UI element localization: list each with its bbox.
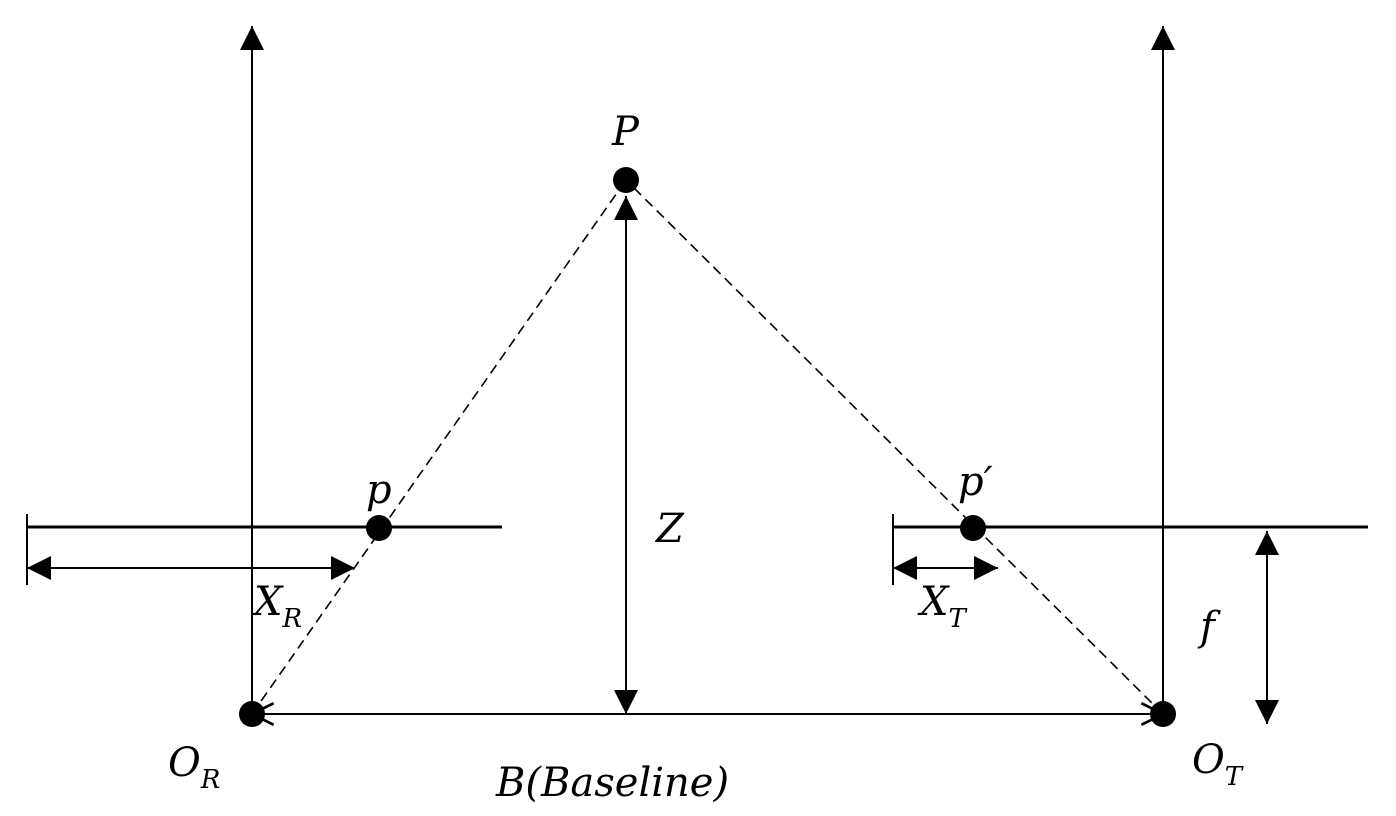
- origin-OR-dot: [239, 701, 265, 727]
- label-XT-subscript: T: [948, 604, 967, 634]
- point-p-prime-dot: [960, 515, 986, 541]
- right-projection-ray: [625, 179, 1164, 715]
- label-XR-subscript: R: [281, 604, 302, 634]
- label-OR: OR: [168, 740, 220, 795]
- label-OR-subscript: R: [200, 765, 221, 795]
- label-XT-main: X: [917, 579, 950, 625]
- label-p-prime: p′: [958, 459, 993, 505]
- label-XT: XT: [917, 579, 967, 634]
- label-P: P: [611, 109, 640, 155]
- point-p-dot: [366, 515, 392, 541]
- left-projection-ray: [251, 179, 627, 715]
- label-OT-main: O: [1192, 737, 1225, 783]
- label-f: f: [1197, 604, 1221, 650]
- label-baseline: B(Baseline): [495, 760, 729, 806]
- point-P-dot: [613, 167, 639, 193]
- origin-OT-dot: [1150, 701, 1176, 727]
- label-OR-main: O: [168, 740, 201, 786]
- label-OT: OT: [1192, 737, 1244, 792]
- label-OT-subscript: T: [1225, 762, 1244, 792]
- label-Z: Z: [654, 506, 685, 552]
- label-XR-main: X: [251, 579, 284, 625]
- label-p: p: [366, 467, 392, 513]
- label-XR: XR: [251, 579, 302, 634]
